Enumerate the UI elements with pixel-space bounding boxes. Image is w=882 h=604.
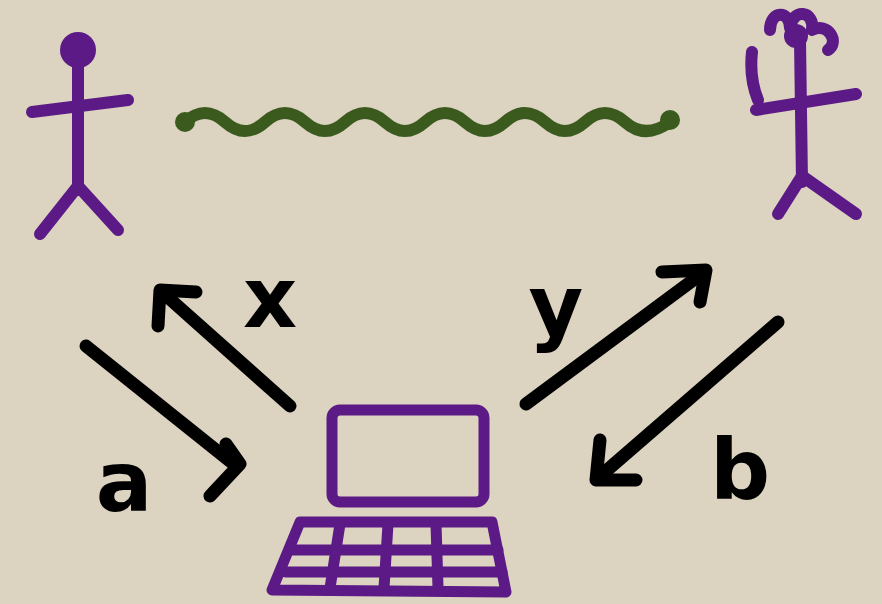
laptop-keys: [286, 567, 502, 578]
person-body: [72, 60, 84, 190]
person-arms: [756, 94, 856, 110]
arrows: [86, 270, 778, 496]
laptop-keys: [384, 524, 388, 588]
laptop-keys: [330, 524, 340, 588]
laptop-base: [272, 522, 506, 592]
arrow-head: [210, 444, 240, 496]
laptop: [272, 410, 506, 592]
person-legs: [40, 186, 118, 234]
arrow-head: [662, 270, 706, 302]
wavy-line: [185, 113, 670, 131]
person-body: [800, 40, 802, 182]
variable-label: a: [96, 440, 153, 524]
variable-label: y: [529, 264, 584, 348]
person-legs: [778, 176, 856, 214]
left-person: [32, 32, 128, 234]
laptop-keys: [436, 524, 438, 588]
line-end: [175, 112, 195, 132]
arrow-head: [158, 290, 196, 326]
person-arms: [32, 100, 128, 112]
person-hair: [751, 52, 758, 100]
entanglement-link: [175, 110, 680, 132]
variable-label: b: [710, 428, 770, 512]
line-end: [660, 110, 680, 130]
right-person: [751, 14, 856, 214]
variable-label: x: [243, 256, 297, 340]
laptop-keys: [292, 545, 498, 556]
laptop-screen: [332, 410, 484, 502]
arrow-head: [596, 440, 636, 480]
